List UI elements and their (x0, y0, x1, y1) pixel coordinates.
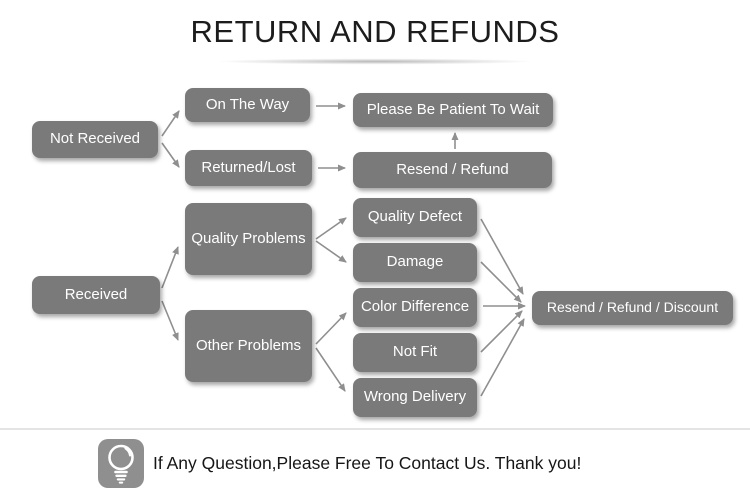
flow-node-please-be-patient: Please Be Patient To Wait (353, 93, 553, 127)
flow-node-not-fit: Not Fit (353, 333, 477, 372)
title-underline (155, 58, 595, 65)
flow-node-color-difference: Color Difference (353, 288, 477, 327)
flow-node-quality-problems: Quality Problems (185, 203, 312, 275)
flow-node-returned-lost: Returned/Lost (185, 150, 312, 186)
footer-message: If Any Question,Please Free To Contact U… (153, 453, 582, 473)
flow-node-resend-refund-discount: Resend / Refund / Discount (532, 291, 733, 325)
flow-node-wrong-delivery: Wrong Delivery (353, 378, 477, 417)
lightbulb-glyph (108, 444, 134, 484)
lightbulb-icon (98, 439, 144, 488)
flow-node-damage: Damage (353, 243, 477, 282)
flow-node-resend-refund: Resend / Refund (353, 152, 552, 188)
flow-node-received: Received (32, 276, 160, 314)
flow-node-not-received: Not Received (32, 121, 158, 158)
flow-node-other-problems: Other Problems (185, 310, 312, 382)
flow-node-on-the-way: On The Way (185, 88, 310, 122)
footer-divider (0, 428, 750, 430)
page-title: RETURN AND REFUNDS (190, 14, 560, 49)
flow-node-quality-defect: Quality Defect (353, 198, 477, 237)
